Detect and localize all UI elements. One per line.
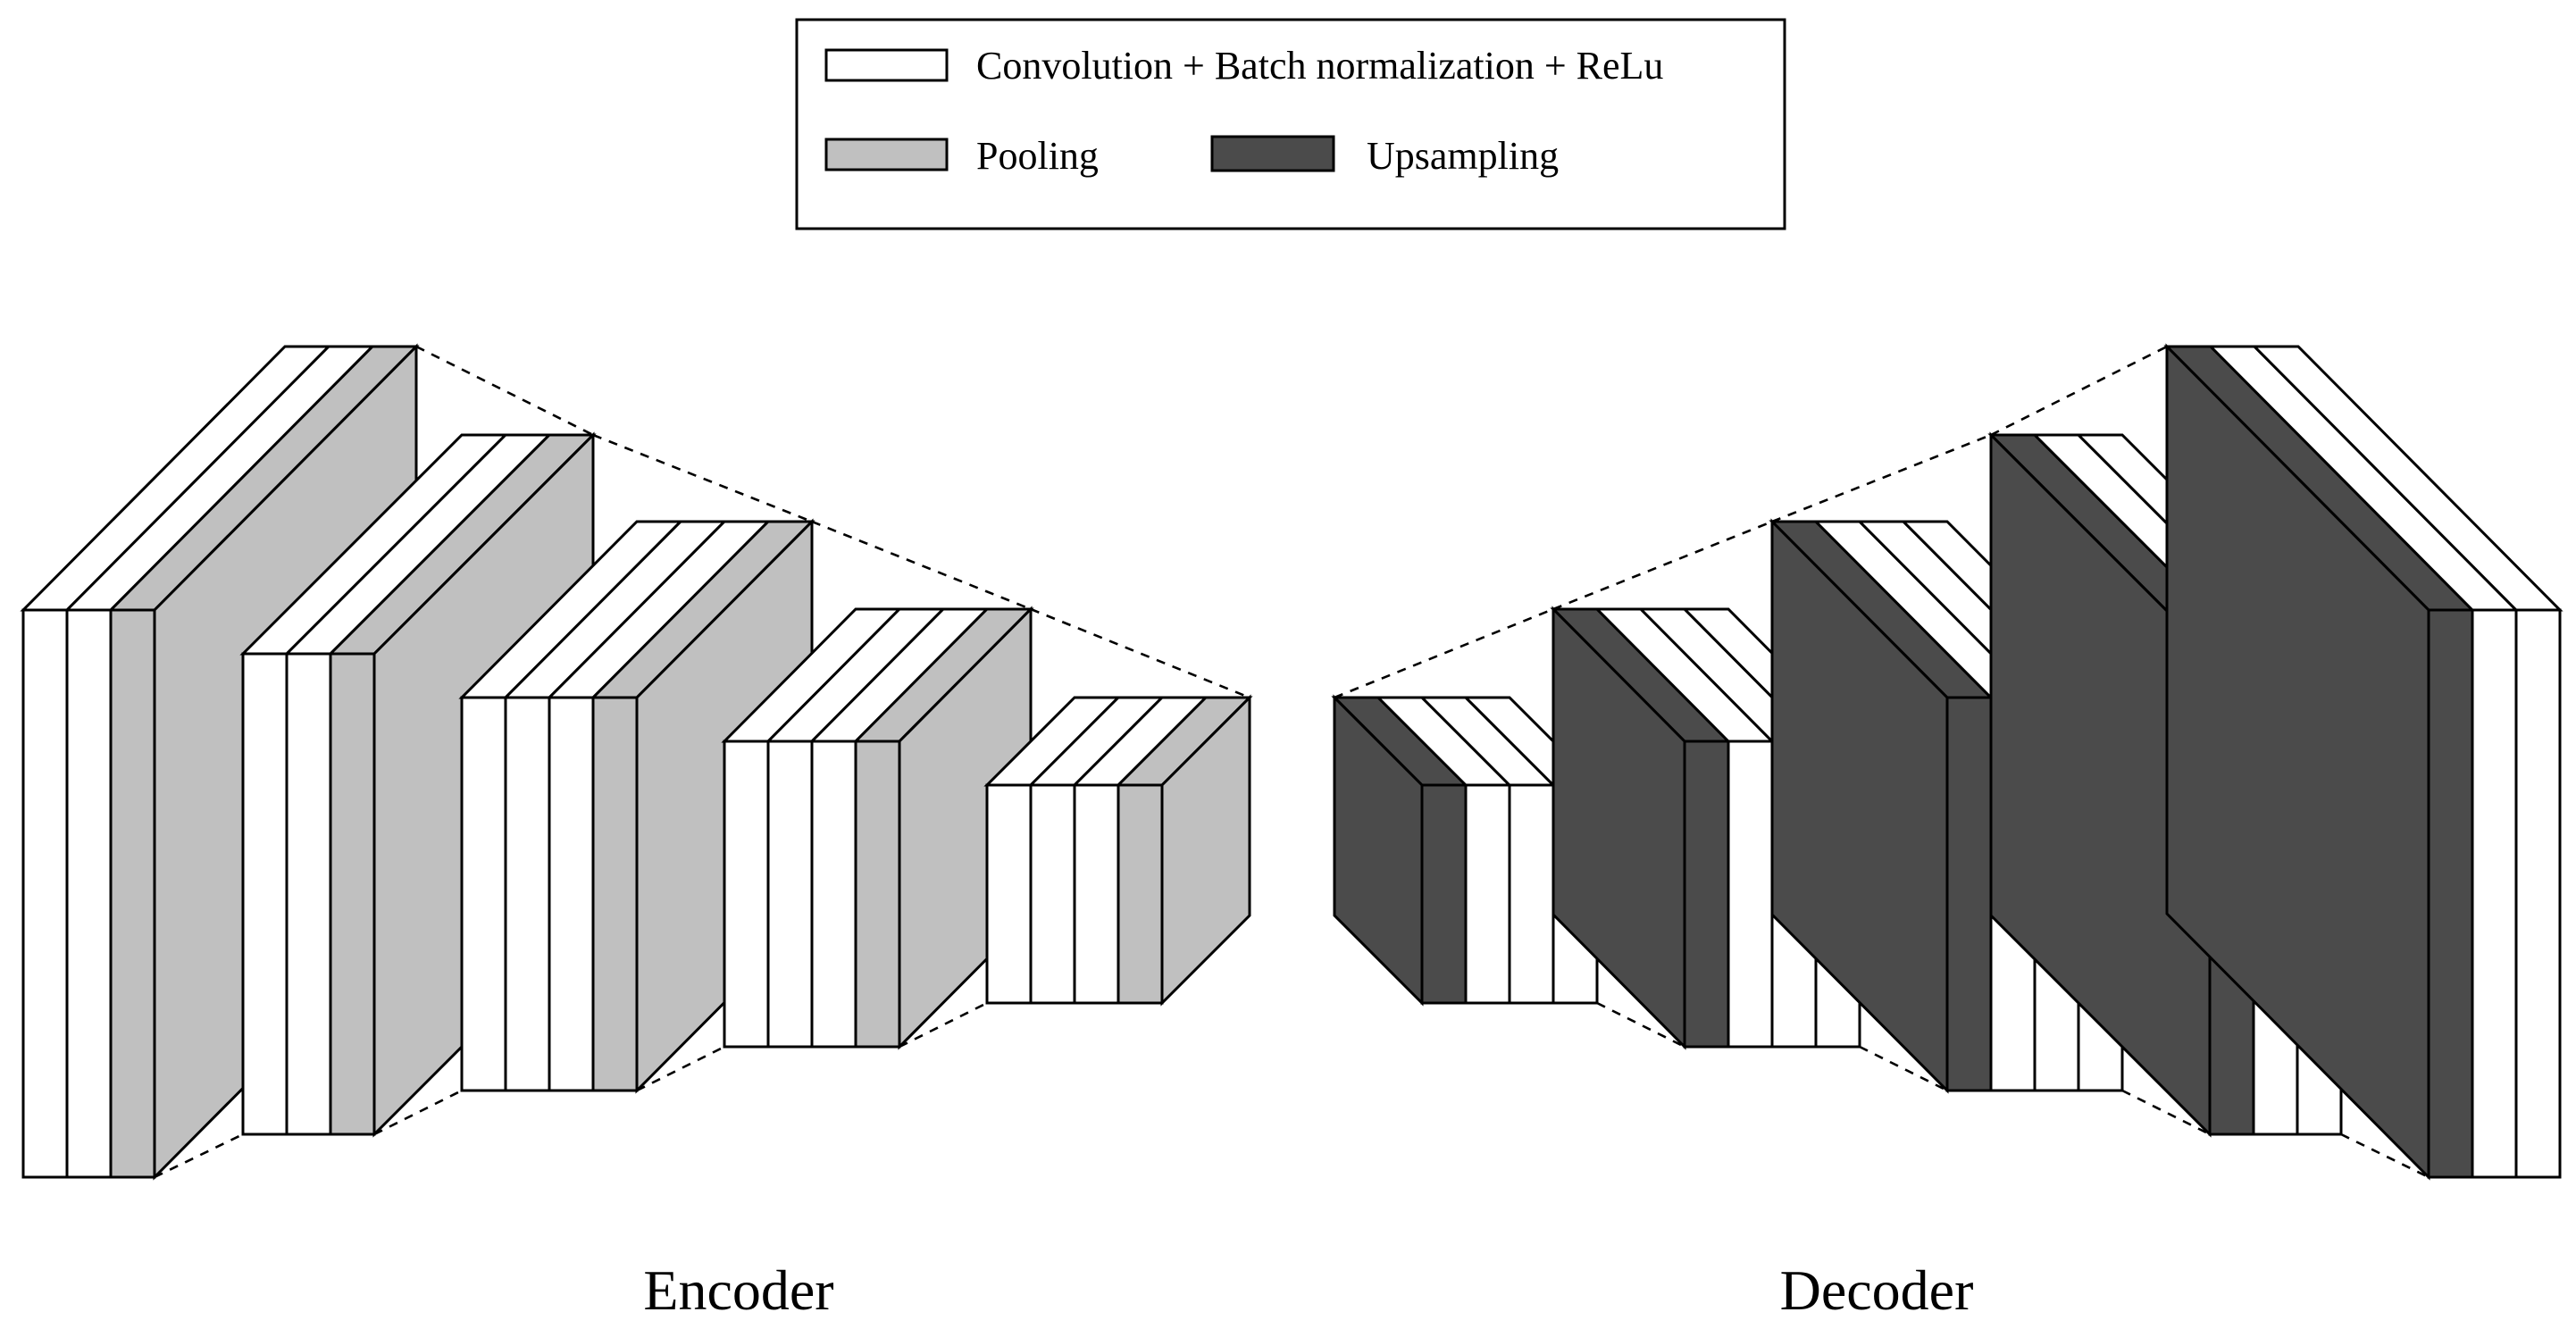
encoder: [20, 343, 1253, 1181]
decoder-block-2-slice-1-front: [1683, 740, 1730, 1049]
legend-swatch-up: [1210, 135, 1335, 172]
legend-label-up: Upsampling: [1367, 134, 1559, 178]
decoder-block-1-slice-3-front: [1508, 783, 1555, 1005]
decoder-block-3-slice-1-front: [1945, 696, 1993, 1092]
decoder-block-5-slice-1-front: [2427, 608, 2474, 1179]
encoder-block-1-slice-2-front: [65, 608, 113, 1179]
encoder-connector-4-top: [1030, 607, 1250, 699]
decoder-connector-1-top: [1334, 607, 1554, 699]
legend-swatch-pool: [824, 138, 949, 171]
block-connectors: [154, 345, 2430, 1179]
legend-label-pool: Pooling: [976, 134, 1099, 178]
encoder-block-4-slice-4-front: [854, 740, 901, 1049]
decoder-block-5: [2163, 343, 2563, 1181]
encoder-block-5-slice-2-front: [1029, 783, 1076, 1005]
encoder-connector-2-top: [592, 433, 813, 523]
encoder-block-4-slice-1-front: [723, 740, 770, 1049]
decoder-connector-2-top: [1552, 520, 1773, 611]
encoder-block-2-slice-1-front: [241, 652, 289, 1136]
encoder-block-4-slice-2-front: [766, 740, 814, 1049]
encoder-block-2-slice-2-front: [285, 652, 332, 1136]
encoder-block-3-slice-3-front: [548, 696, 595, 1092]
encoder-block-1-slice-3-front: [109, 608, 156, 1179]
legend-label-conv: Convolution + Batch normalization + ReLu: [976, 44, 1663, 88]
legend-swatch-conv: [824, 48, 949, 82]
decoder-block-5-slice-3-front: [2514, 608, 2562, 1179]
legend-box: [795, 18, 1786, 230]
encoder-block-4: [721, 606, 1034, 1050]
encoder-connector-3-top: [811, 520, 1032, 611]
encoder-block-3-slice-1-front: [460, 696, 507, 1092]
decoder-block-2-slice-2-front: [1727, 740, 1774, 1049]
encoder-block-4-slice-3-front: [810, 740, 857, 1049]
encoder-block-3-slice-2-front: [504, 696, 551, 1092]
legend: Convolution + Batch normalization + ReLu…: [795, 18, 1786, 230]
decoder-block-5-slice-2-front: [2471, 608, 2518, 1179]
decoder-connector-4-top: [1990, 345, 2168, 437]
decoder-title: Decoder: [1780, 1258, 1974, 1322]
decoder-block-1-slice-2-front: [1464, 783, 1511, 1005]
encoder-block-5: [983, 694, 1253, 1007]
encoder-title: Encoder: [643, 1258, 833, 1322]
encoder-block-5-slice-3-front: [1073, 783, 1120, 1005]
encoder-block-1-slice-1-front: [21, 608, 69, 1179]
decoder-connector-3-top: [1771, 433, 1992, 523]
encoder-block-5-slice-4-front: [1117, 783, 1164, 1005]
encoder-connector-1-top: [415, 345, 594, 437]
decoder-block-1-slice-1-front: [1420, 783, 1468, 1005]
decoder: [1331, 343, 2563, 1181]
encoder-block-5-slice-1-front: [985, 783, 1033, 1005]
encoder-block-3-slice-4-front: [591, 696, 639, 1092]
encoder-block-2-slice-3-front: [329, 652, 376, 1136]
